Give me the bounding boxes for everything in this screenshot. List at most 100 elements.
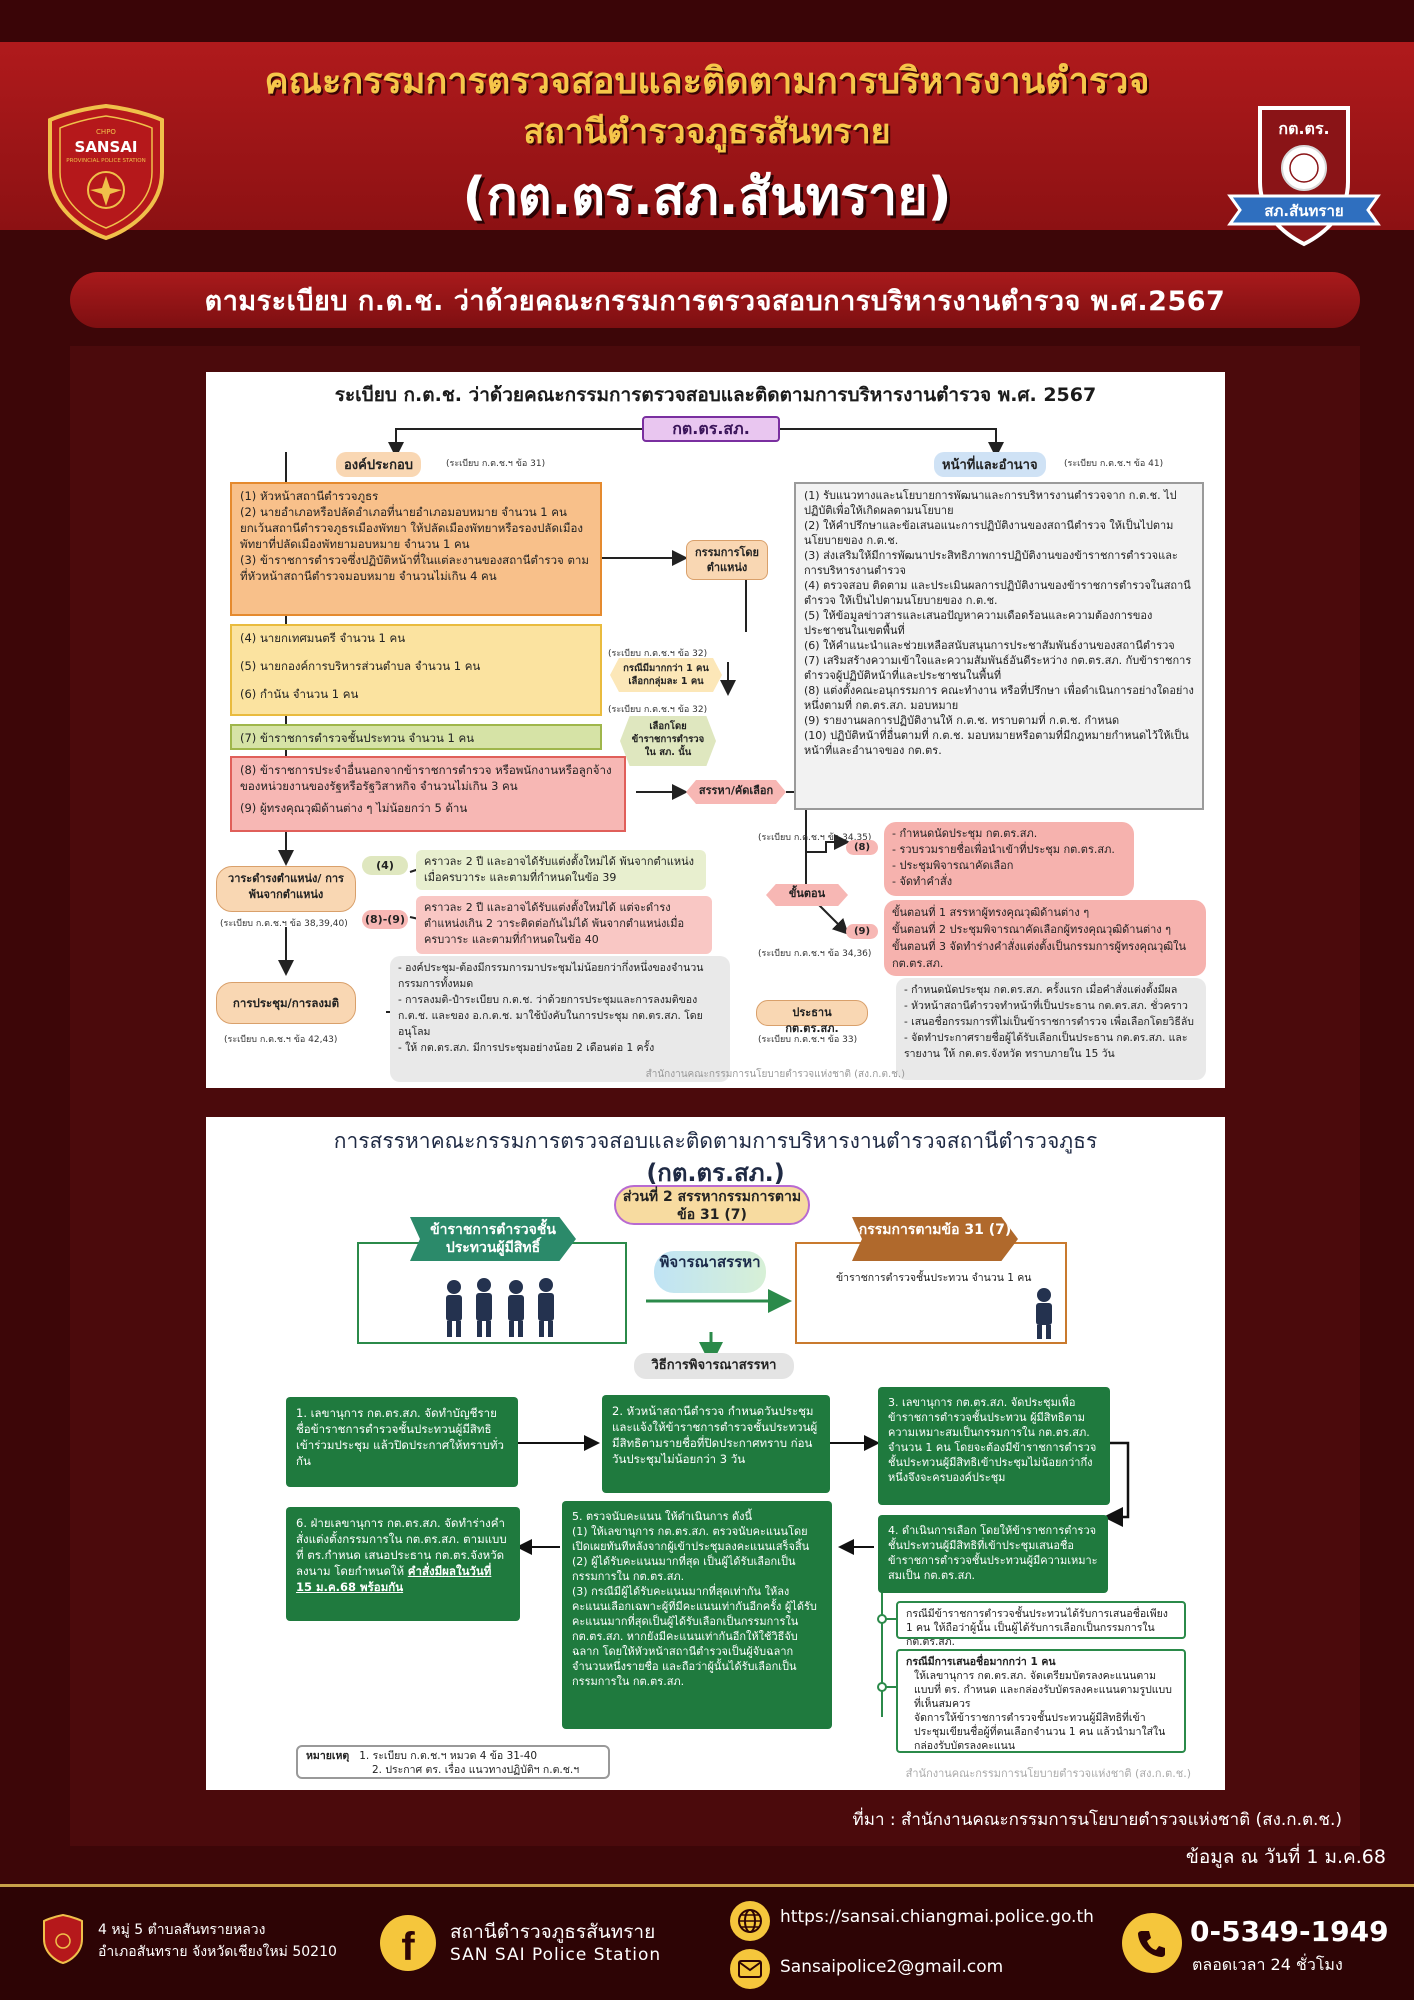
composition-label: องค์ประกอบ <box>336 452 421 477</box>
composition-orange-box: (1) หัวหน้าสถานีตำรวจภูธร (2) นายอำเภอหร… <box>230 482 602 616</box>
chair-item: - กำหนดนัดประชุม กต.ตร.สภ. ครั้งแรก เมื่… <box>904 984 1178 996</box>
chair-label-box: ประธาน กต.ตร.สภ. <box>756 1000 868 1035</box>
comp-item: (6) กำนัน จำนวน 1 คน <box>240 687 359 701</box>
elected-box: เลือกโดยข้าราชการตำรวจใน สภ. นั้น <box>620 716 716 766</box>
chair-item: - หัวหน้าสถานีตำรวจทำหน้าที่เป็นประธาน ก… <box>904 1000 1188 1012</box>
step3-box: 3. เลขานุการ กต.ตร.สภ. จัดประชุมเพื่อข้า… <box>878 1387 1110 1505</box>
meeting-item: - การลงมติ-ปำระเบียบ ก.ต.ช. ว่าด้วยการปร… <box>398 994 703 1038</box>
duties-label: หน้าที่และอำนาจ <box>934 452 1046 477</box>
left-label: ข้าราชการตำรวจชั้นประทวนผู้มีสิทธิ์ <box>410 1217 576 1261</box>
doc2-office: สำนักงานคณะกรรมการนโยบายตำรวจแห่งชาติ (ส… <box>905 1767 1191 1780</box>
step9-item: ขั้นตอนที่ 3 จัดทำร่างคำสั่งแต่งตั้งเป็น… <box>892 940 1187 970</box>
part-label: ส่วนที่ 2 สรรหากรรมการตามข้อ 31 (7) <box>614 1185 810 1225</box>
steps-ref-b: (ระเบียบ ก.ต.ช.ฯ ข้อ 34,36) <box>758 949 872 959</box>
term-89-pill: (8)-(9) <box>362 910 408 929</box>
step6-text: 6. ฝ่ายเลขานุการ กต.ตร.สภ. จัดทำร่างคำสั… <box>296 1516 507 1578</box>
step8-item: - รวบรวมรายชื่อเพื่อนำเข้าที่ประชุม กต.ต… <box>892 843 1115 856</box>
top-band <box>0 0 1414 42</box>
duty-item: (7) เสริมสร้างความเข้าใจและความสัมพันธ์อ… <box>804 654 1192 682</box>
shield-badge-icon: CHPO SANSAI PROVINCIAL POLICE STATION <box>48 103 164 241</box>
steps-9-box: ขั้นตอนที่ 1 สรรหาผู้ทรงคุณวุฒิด้านต่าง … <box>884 900 1206 976</box>
duty-item: (10) ปฏิบัติหน้าที่อื่นตามที่ ก.ต.ช. มอบ… <box>804 729 1189 757</box>
select-box: สรรหา/คัดเลือก <box>686 780 786 804</box>
duty-item: (3) ส่งเสริมให้มีการพัฒนาประสิทธิภาพการป… <box>804 549 1178 577</box>
duty-item: (4) ตรวจสอบ ติดตาม และประเมินผลการปฏิบัต… <box>804 579 1191 607</box>
chair-ref: (ระเบียบ ก.ต.ช.ฯ ข้อ 33) <box>758 1035 858 1045</box>
comp-item: (9) ผู้ทรงคุณวุฒิด้านต่าง ๆ ไม่น้อยกว่า … <box>240 801 468 815</box>
step6-box: 6. ฝ่ายเลขานุการ กต.ตร.สภ. จัดทำร่างคำสั… <box>286 1507 520 1621</box>
doc1-title: ระเบียบ ก.ต.ช. ว่าด้วยคณะกรรมการตรวจสอบแ… <box>334 384 1097 406</box>
badge-right-top: กต.ตร. <box>1278 119 1329 138</box>
globe-icon <box>730 1901 770 1941</box>
badge-left-top: CHPO <box>96 128 116 136</box>
composition-pink-box: (8) ข้าราชการประจำอื่นนอกจากข้าราชการตำร… <box>230 756 626 832</box>
steps-label: ขั้นตอน <box>766 884 848 906</box>
duty-item: (2) ให้คำปรึกษาและข้อเสนอแนะการปฏิบัติงา… <box>804 519 1174 547</box>
term-ref: (ระเบียบ ก.ต.ช.ฯ ข้อ 38,39,40) <box>220 919 348 929</box>
title-line-3: (กต.ตร.สภ.สันทราย) <box>462 167 952 227</box>
as-of-text: ข้อมูล ณ วันที่ 1 ม.ค.68 <box>1185 1846 1386 1868</box>
duty-item: (1) รับแนวทางและนโยบายการพัฒนาและการบริห… <box>804 489 1177 517</box>
duties-box: (1) รับแนวทางและนโยบายการพัฒนาและการบริห… <box>794 482 1204 810</box>
composition-ref: (ระเบียบ ก.ต.ช.ฯ ข้อ 31) <box>446 459 546 469</box>
meeting-item: - ให้ กต.ตร.สภ. มีการประชุมอย่างน้อย 2 เ… <box>398 1042 655 1054</box>
doc2-title: การสรรหาคณะกรรมการตรวจสอบและติดตามการบริ… <box>333 1129 1098 1153</box>
selection-infographic: การสรรหาคณะกรรมการตรวจสอบและติดตามการบริ… <box>206 1117 1225 1790</box>
more-than-one-box: กรณีมีมากกว่า 1 คน เลือกกลุ่มละ 1 คน <box>610 658 722 692</box>
facebook-name[interactable]: สถานีตำรวจภูธรสันทราย <box>450 1921 656 1943</box>
facebook-icon[interactable]: f <box>380 1915 436 1971</box>
badge-right-ribbon: สภ.สันทราย <box>1264 202 1343 220</box>
comp-item: (1) หัวหน้าสถานีตำรวจภูธร <box>240 489 379 503</box>
note-box: หมายเหตุ1. ระเบียบ ก.ต.ช.ฯ หมวด 4 ข้อ 31… <box>296 1745 610 1779</box>
police-emblem-icon: กต.ตร. สภ.สันทราย <box>1227 106 1381 247</box>
phone-number[interactable]: 0-5349-1949 <box>1190 1915 1389 1948</box>
meeting-item: - องค์ประชุม-ต้องมีกรรมการมาประชุมไม่น้อ… <box>398 962 704 990</box>
consider-label: พิจารณาสรรหา <box>654 1251 766 1293</box>
email-link[interactable]: Sansaipolice2@gmail.com <box>780 1957 1004 1977</box>
header-banner: CHPO SANSAI PROVINCIAL POLICE STATION คณ… <box>0 42 1414 247</box>
doc1-center-box: กต.ตร.สภ. <box>642 416 780 442</box>
chair-item: - จัดทำประกาศรายชื่อผู้ได้รับเลือกเป็นปร… <box>904 1032 1188 1060</box>
steps-9-pill: (9) <box>846 924 878 939</box>
title-line-1: คณะกรรมการตรวจสอบและติดตามการบริหารงานตำ… <box>264 61 1150 102</box>
source-text: ที่มา : สำนักงานคณะกรรมการนโยบายตำรวจแห่… <box>852 1810 1342 1830</box>
meeting-label-box: การประชุม/การลงมติ <box>216 982 356 1024</box>
step4b-title: กรณีมีการเสนอชื่อมากกว่า 1 คน <box>906 1656 1056 1668</box>
officers-icon <box>446 1278 554 1337</box>
title-line-2: สถานีตำรวจภูธรสันทราย <box>523 112 891 152</box>
meeting-box: - องค์ประชุม-ต้องมีกรรมการมาประชุมไม่น้อ… <box>390 956 730 1082</box>
right-sublabel: ข้าราชการตำรวจชั้นประทวน จำนวน 1 คน <box>836 1272 1032 1284</box>
steps-ref-a: (ระเบียบ ก.ต.ช.ฯ ข้อ 34,35) <box>758 833 872 843</box>
address-line-1: 4 หมู่ 5 ตำบลสันทรายหลวง <box>98 1922 266 1938</box>
right-label: กรรมการตามข้อ 31 (7) <box>852 1217 1018 1261</box>
term-4-pill: (4) <box>362 856 408 875</box>
step9-item: ขั้นตอนที่ 1 สรรหาผู้ทรงคุณวุฒิด้านต่าง … <box>892 906 1090 919</box>
mail-icon <box>730 1949 770 1989</box>
steps-8-box: - กำหนดนัดประชุม กต.ตร.สภ. - รวบรวมรายชื… <box>884 822 1134 896</box>
step6-bold: คำสั่งมีผลในวันที่ 15 ม.ค.68 พร้อมกัน <box>296 1564 492 1594</box>
duty-item: (9) รายงานผลการปฏิบัติงานให้ ก.ต.ช. ทราบ… <box>804 714 1120 727</box>
subtitle-text: ตามระเบียบ ก.ต.ช. ว่าด้วยคณะกรรมการตรวจส… <box>204 285 1226 317</box>
phone-hours: ตลอดเวลา 24 ชั่วโมง <box>1192 1955 1343 1974</box>
comp-item: (2) นายอำเภอหรือปลัดอำเภอที่นายอำเภอมอบห… <box>240 505 583 551</box>
facebook-en[interactable]: SAN SAI Police Station <box>450 1945 662 1965</box>
chair-box: - กำหนดนัดประชุม กต.ตร.สภ. ครั้งแรก เมื่… <box>896 978 1206 1080</box>
term-89-box: คราวละ 2 ปี และอาจได้รับแต่งตั้งใหม่ได้ … <box>416 896 712 954</box>
chair-item: - เสนอชื่อกรรมการที่ไม่เป็นข้าราชการตำรว… <box>904 1016 1194 1028</box>
step9-item: ขั้นตอนที่ 2 ประชุมพิจารณาคัดเลือกผู้ทรง… <box>892 923 1172 936</box>
comp-item: (5) นายกองค์การบริหารส่วนตำบล จำนวน 1 คน <box>240 659 481 673</box>
regulation-infographic: ระเบียบ ก.ต.ช. ว่าด้วยคณะกรรมการตรวจสอบแ… <box>206 372 1225 1088</box>
step4b-item: จัดการให้ข้าราชการตำรวจชั้นประทวนผู้มีสิ… <box>914 1712 1166 1752</box>
duty-item: (8) แต่งตั้งคณะอนุกรรมการ คณะทำงาน หรือท… <box>804 684 1194 712</box>
subtitle-bar: ตามระเบียบ ก.ต.ช. ว่าด้วยคณะกรรมการตรวจส… <box>70 272 1360 328</box>
ref32b: (ระเบียบ ก.ต.ช.ฯ ข้อ 32) <box>608 705 708 715</box>
footer: 4 หมู่ 5 ตำบลสันทรายหลวง อำเภอสันทราย จั… <box>0 1887 1414 2000</box>
meeting-ref: (ระเบียบ ก.ต.ช.ฯ ข้อ 42,43) <box>224 1035 338 1045</box>
website-link[interactable]: https://sansai.chiangmai.police.go.th <box>780 1907 1094 1927</box>
term-4-box: คราวละ 2 ปี และอาจได้รับแต่งตั้งใหม่ได้ … <box>416 850 706 890</box>
step8-item: - กำหนดนัดประชุม กต.ตร.สภ. <box>892 827 1038 840</box>
step8-item: - จัดทำคำสั่ง <box>892 875 953 888</box>
duty-item: (6) ให้คำแนะนำและช่วยเหลือสนับสนุนการประ… <box>804 639 1175 652</box>
term-label-box: วาระดำรงตำแหน่ง/ การพ้นจากตำแหน่ง <box>216 866 356 912</box>
note-label: หมายเหตุ <box>306 1750 350 1762</box>
